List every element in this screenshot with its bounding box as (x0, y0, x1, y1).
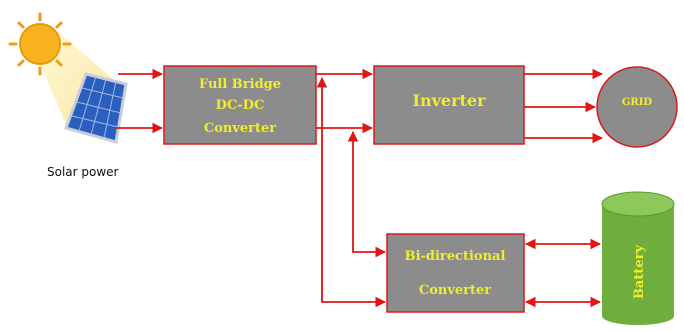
dcdc-converter-block: Full Bridge DC-DC Converter (163, 65, 317, 145)
bidirectional-label-line2: Converter (419, 283, 491, 298)
sun-icon (8, 12, 72, 76)
inverter-block: Inverter (373, 65, 525, 145)
bidirectional-label-line1: Bi-directional (405, 249, 506, 264)
solar-source: Solar power (8, 12, 128, 179)
arrow-bus-left (316, 76, 387, 308)
grid-label: GRID (622, 97, 653, 108)
connection-arrows (116, 68, 604, 308)
arrow-bus-right (347, 130, 387, 258)
solar-panel-icon (64, 72, 128, 144)
inverter-label: Inverter (412, 91, 486, 110)
solar-power-caption: Solar power (47, 165, 119, 179)
grid-node: GRID (596, 66, 678, 148)
bidirectional-converter-block: Bi-directional Converter (386, 233, 525, 313)
dcdc-label-line2: DC-DC (216, 98, 265, 113)
battery-cylinder: Battery (601, 191, 675, 325)
battery-label: Battery (632, 245, 647, 300)
dcdc-label-line1: Full Bridge (199, 77, 281, 92)
dcdc-label-line3: Converter (204, 121, 276, 136)
